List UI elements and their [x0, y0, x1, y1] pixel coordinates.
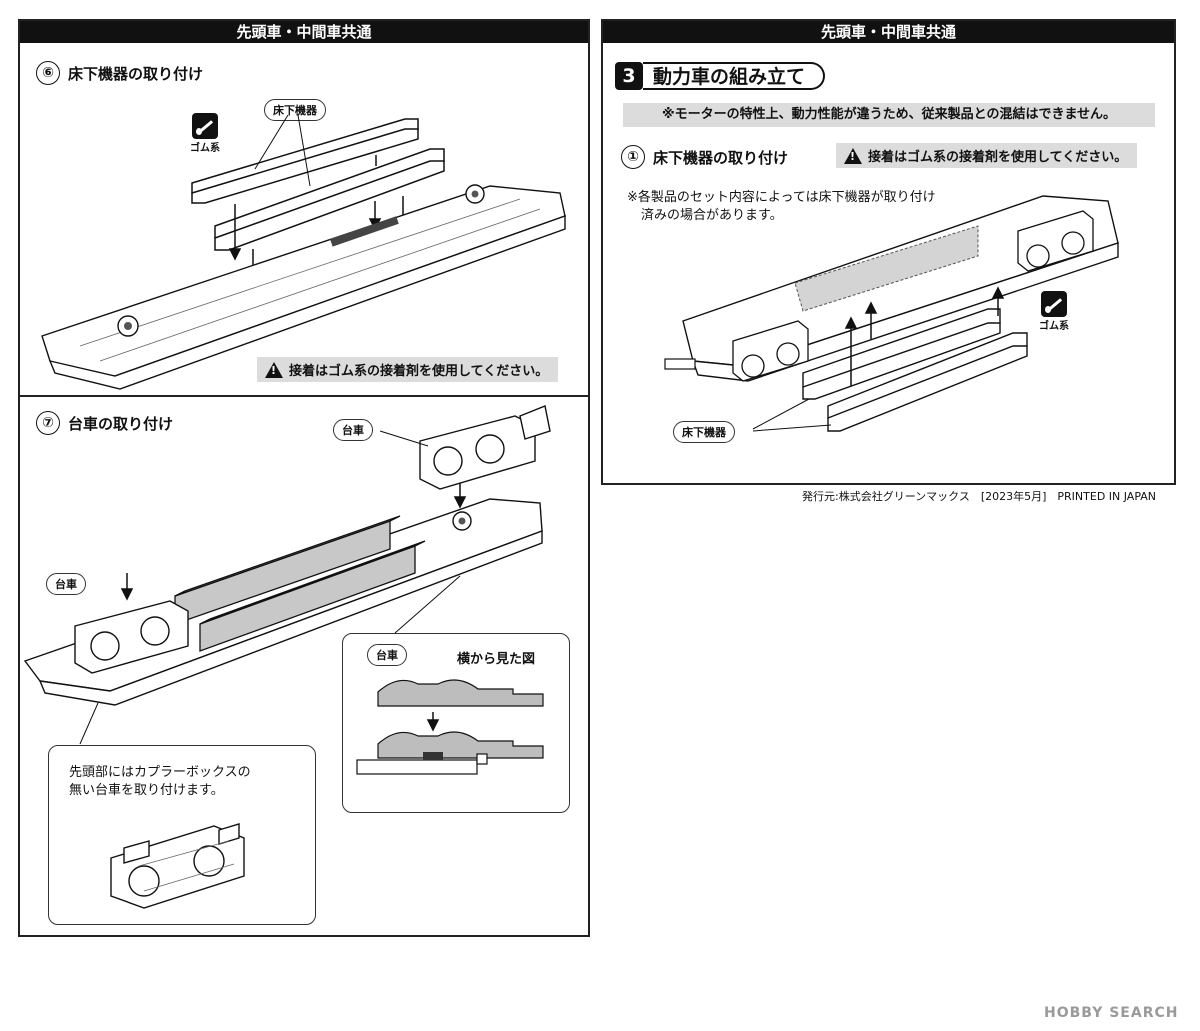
front-bogie-note-line2: 無い台車を取り付けます。	[69, 783, 224, 798]
front-bogie-note-box: 先頭部にはカプラーボックスの 無い台車を取り付けます。	[48, 745, 316, 925]
motor-note: ※モーターの特性上、動力性能が違うため、従来製品との混結はできません。	[623, 103, 1155, 127]
right-step1-warning-text: 接着はゴム系の接着剤を使用してください。	[868, 150, 1128, 165]
underfloor-part-callout: 床下機器	[264, 99, 326, 121]
power-car-illustration	[664, 195, 1119, 432]
glue-type-icon: ゴム系	[190, 113, 220, 154]
right-step1-title: ① 床下機器の取り付け	[621, 145, 788, 169]
right-step1-warning: 接着はゴム系の接着剤を使用してください。	[836, 143, 1138, 168]
glue-label: ゴム系	[190, 143, 220, 154]
left-panel: 先頭車・中間車共通 ⑥ 床下機器の取り付け ゴム系 床下機器	[18, 19, 590, 937]
warning-icon	[844, 147, 862, 164]
right-panel: 先頭車・中間車共通 3 動力車の組み立て ※モーターの特性上、動力性能が違うため…	[601, 19, 1176, 485]
step-divider	[20, 395, 588, 397]
hobby-search-watermark: HOBBY SEARCH	[1044, 1005, 1179, 1021]
step7-title: ⑦ 台車の取り付け	[36, 411, 173, 435]
rubber-glue-icon	[192, 113, 218, 139]
front-bogie-note: 先頭部にはカプラーボックスの 無い台車を取り付けます。	[69, 764, 251, 800]
right-step1-number: ①	[621, 145, 645, 169]
preinstalled-note-line1: ※各製品のセット内容によっては床下機器が取り付け	[627, 190, 936, 205]
right-underfloor-part-callout: 床下機器	[673, 421, 735, 443]
section3-number: 3	[615, 62, 643, 90]
front-bogie-note-line1: 先頭部にはカプラーボックスの	[69, 765, 251, 780]
rubber-glue-icon	[1041, 291, 1067, 317]
side-view-illustration	[356, 679, 544, 775]
section3-title: 3 動力車の組み立て	[615, 62, 826, 90]
step7-illustration	[23, 405, 551, 745]
step6-label: 床下機器の取り付け	[68, 64, 204, 83]
step7-label: 台車の取り付け	[68, 414, 174, 433]
side-view-box: 台車 横から見た図	[342, 633, 570, 813]
front-bogie-illustration	[110, 823, 245, 909]
right-step1-label: 床下機器の取り付け	[653, 148, 789, 167]
preinstalled-note-line2: 済みの場合があります。	[641, 208, 783, 223]
step6-title: ⑥ 床下機器の取り付け	[36, 61, 203, 85]
right-glue-label: ゴム系	[1039, 321, 1069, 332]
bogie-callout-left: 台車	[46, 573, 86, 595]
publisher-footer: 発行元:株式会社グリーンマックス [2023年5月] PRINTED IN JA…	[802, 490, 1157, 503]
side-view-title: 横から見た図	[457, 652, 536, 667]
side-view-bogie-callout: 台車	[367, 644, 407, 666]
section3-label: 動力車の組み立て	[643, 62, 826, 90]
left-panel-header: 先頭車・中間車共通	[20, 21, 588, 43]
warning-icon	[265, 361, 283, 378]
step6-illustration	[41, 114, 566, 390]
preinstalled-note: ※各製品のセット内容によっては床下機器が取り付け 済みの場合があります。	[627, 189, 936, 225]
step6-number: ⑥	[36, 61, 60, 85]
right-glue-type-icon: ゴム系	[1039, 291, 1069, 332]
step6-warning-text: 接着はゴム系の接着剤を使用してください。	[289, 364, 549, 379]
step6-warning: 接着はゴム系の接着剤を使用してください。	[257, 357, 559, 382]
step7-number: ⑦	[36, 411, 60, 435]
right-panel-header: 先頭車・中間車共通	[603, 21, 1174, 43]
bogie-callout-top: 台車	[333, 419, 373, 441]
